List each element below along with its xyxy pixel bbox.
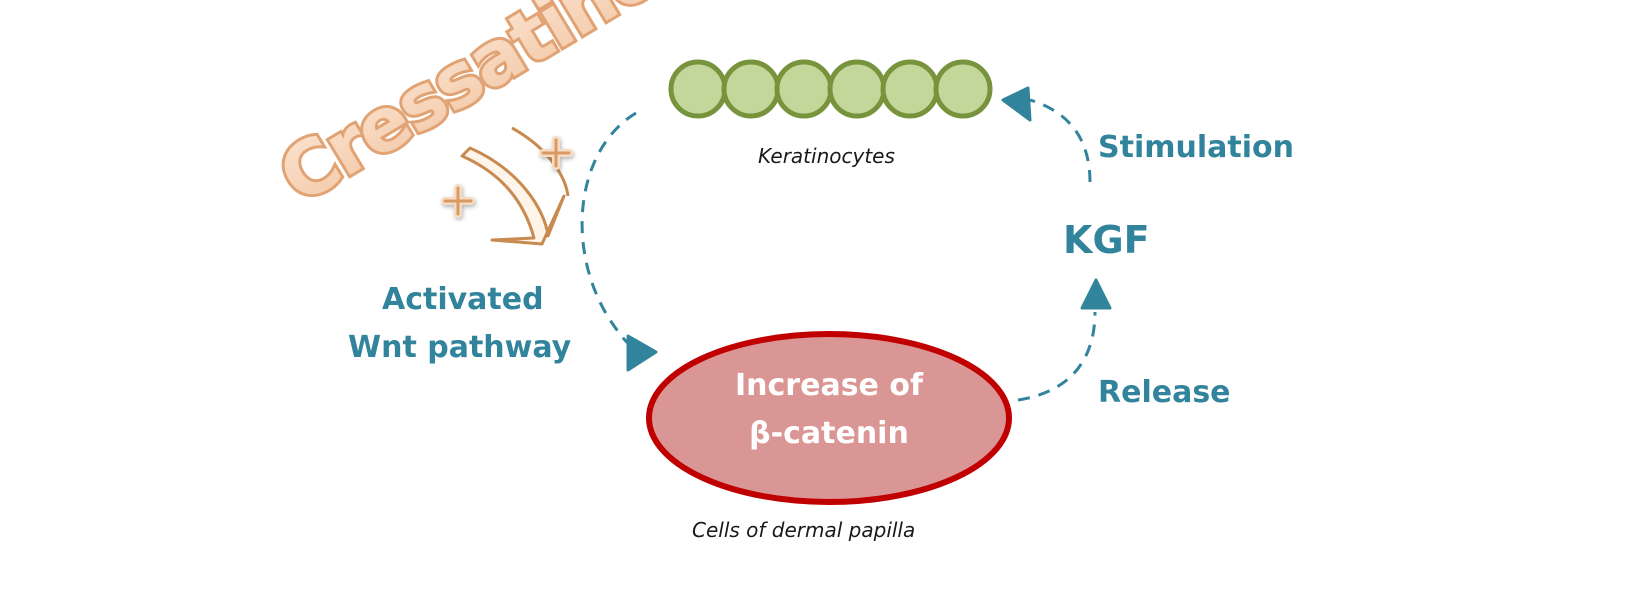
keratinocyte-cell <box>827 59 887 119</box>
stimulation-dashed-arrow <box>1029 98 1092 183</box>
release-label: Release <box>1098 375 1231 410</box>
keratinocyte-cell <box>721 59 781 119</box>
kgf-arrowhead-icon <box>1080 278 1112 310</box>
svg-text:Cressatine: Cressatine <box>265 0 672 220</box>
kgf-label: KGF <box>1063 218 1150 262</box>
plus-icon <box>441 184 475 218</box>
cressatine-logo: Cressatine ® <box>262 0 675 223</box>
dermal-papilla-caption: Cells of dermal papilla <box>692 518 916 542</box>
release-dashed-arrow <box>1017 311 1097 402</box>
dermal-papilla-text: Increase of β-catenin <box>680 362 978 458</box>
plus-icon <box>539 136 573 170</box>
wnt-label-line2: Wnt pathway <box>348 330 572 365</box>
stimulation-label: Stimulation <box>1098 130 1294 165</box>
keratinocyte-cell <box>933 59 993 119</box>
dermal-papilla-line2: β-catenin <box>749 416 909 451</box>
wnt-dashed-arrow <box>580 111 637 352</box>
keratinocyte-cell <box>880 59 940 119</box>
keratinocytes-arrowhead-icon <box>1001 86 1032 122</box>
dermal-papilla-line1: Increase of <box>735 368 923 403</box>
keratinocyte-cell <box>774 59 834 119</box>
keratinocyte-cell <box>668 59 728 119</box>
keratinocytes-caption: Keratinocytes <box>758 144 895 168</box>
wnt-arrowhead-icon <box>626 334 658 372</box>
dermal-papilla-ellipse <box>646 331 1012 505</box>
keratinocytes-cells <box>668 59 993 119</box>
wnt-label-line1: Activated <box>382 282 544 317</box>
